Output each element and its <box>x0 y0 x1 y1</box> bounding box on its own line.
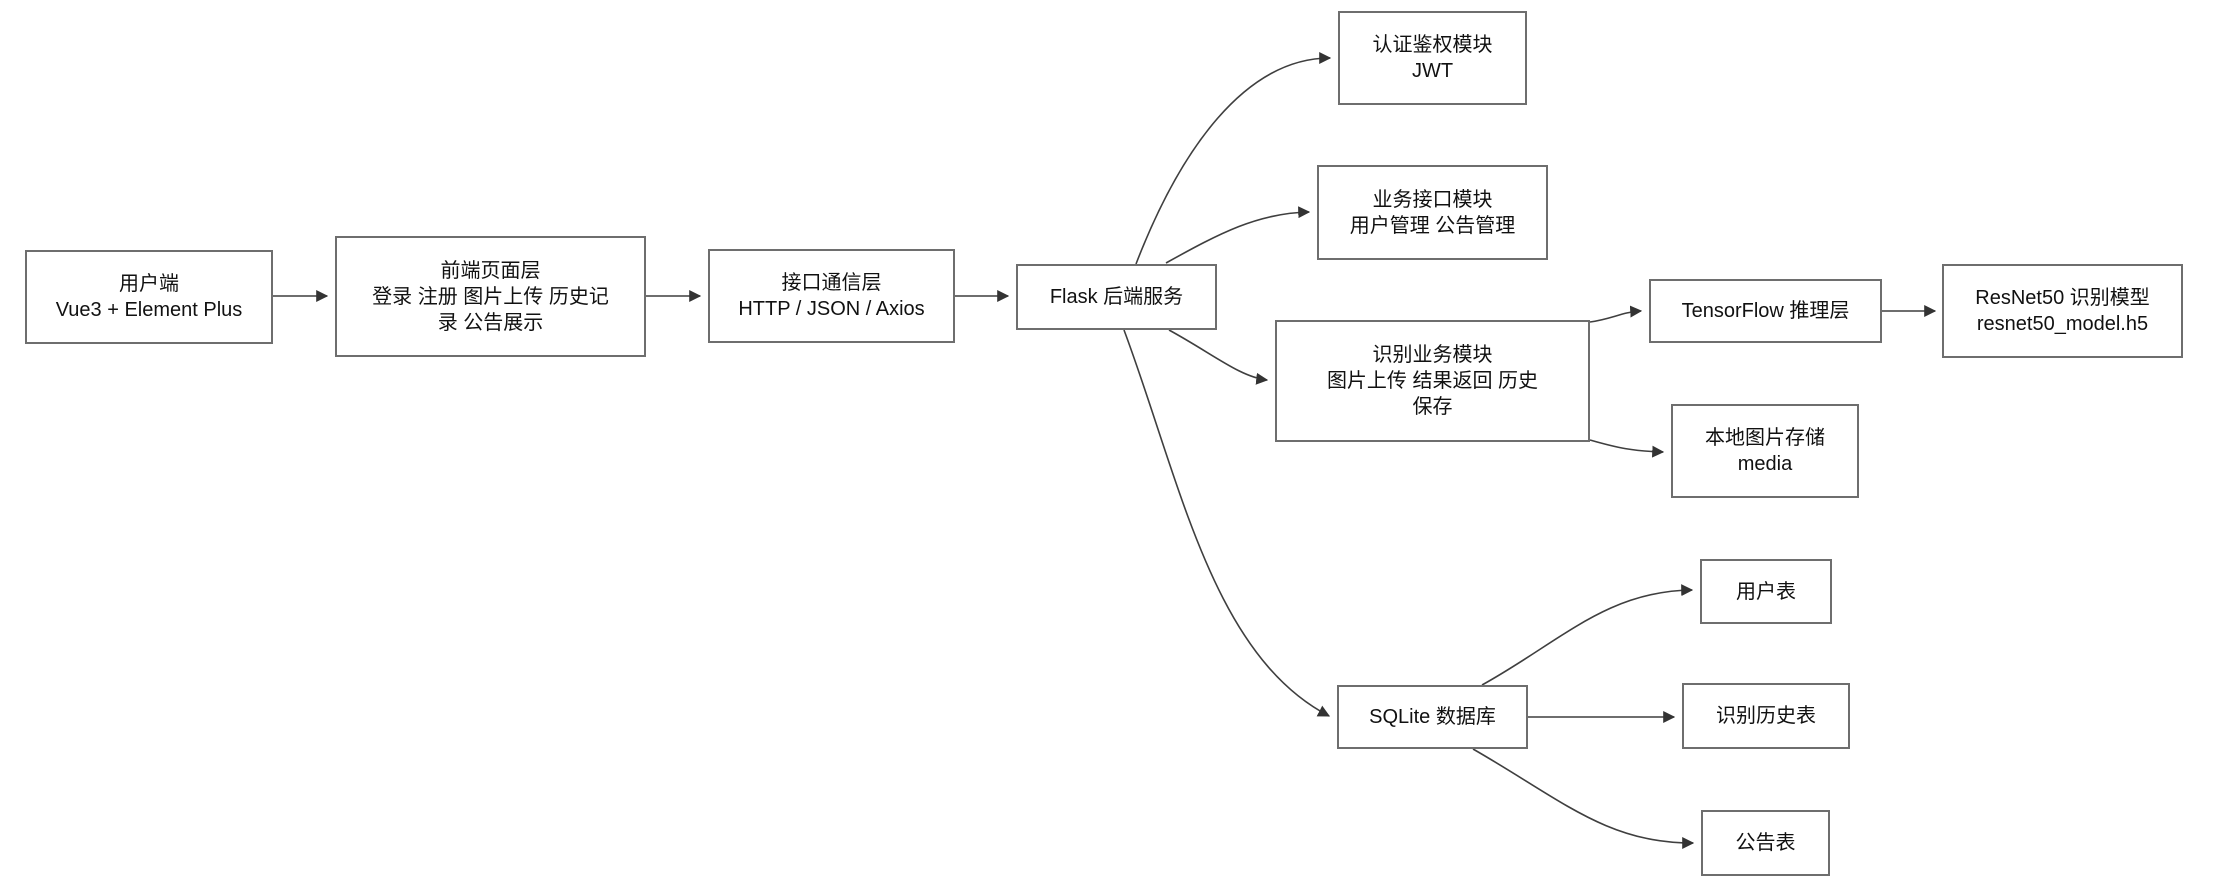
edge-sqlite-notice-table <box>1472 748 1695 849</box>
node-line: Flask 后端服务 <box>1049 286 1184 308</box>
node-tensorflow-layer: TensorFlow 推理层 <box>1649 279 1882 343</box>
node-line: SQLite 数据库 <box>1369 706 1496 728</box>
node-sqlite-db: SQLite 数据库 <box>1337 685 1528 749</box>
node-line: 业务接口模块 <box>1372 188 1493 211</box>
node-line: JWT <box>1411 60 1454 82</box>
node-line: 用户端 <box>119 273 179 295</box>
edge-flask-auth <box>1135 52 1332 265</box>
node-line: 用户管理 公告管理 <box>1349 214 1516 237</box>
node-line: 用户表 <box>1736 580 1796 603</box>
node-line: resnet50_model.h5 <box>1976 313 2149 335</box>
node-line: ResNet50 识别模型 <box>1975 287 2150 309</box>
node-business-api-module: 业务接口模块 用户管理 公告管理 <box>1317 165 1548 260</box>
node-user-table: 用户表 <box>1700 559 1832 624</box>
node-resnet-model: ResNet50 识别模型 resnet50_model.h5 <box>1942 264 2183 358</box>
node-line: Vue3 + Element Plus <box>55 299 243 321</box>
node-line: 登录 注册 图片上传 历史记录 公告展示 <box>372 285 609 334</box>
node-line: 接口通信层 <box>781 272 882 294</box>
edge-recognition-tensorflow <box>1589 305 1643 323</box>
edge-sqlite-user-table <box>1481 584 1694 686</box>
node-recognition-module: 识别业务模块 图片上传 结果返回 历史保存 <box>1275 320 1590 442</box>
edge-flask-biz <box>1165 206 1311 264</box>
node-line: 公告表 <box>1735 832 1796 854</box>
node-auth-module: 认证鉴权模块 JWT <box>1338 11 1527 105</box>
node-media-storage: 本地图片存储 media <box>1671 404 1859 498</box>
node-line: media <box>1737 453 1793 475</box>
node-flask-backend: Flask 后端服务 <box>1016 264 1217 330</box>
node-notice-table: 公告表 <box>1701 810 1830 876</box>
node-line: HTTP / JSON / Axios <box>738 298 925 320</box>
node-line: 图片上传 结果返回 历史保存 <box>1326 370 1539 418</box>
node-line: 识别历史表 <box>1716 705 1816 727</box>
edge-flask-recognition <box>1168 329 1269 385</box>
node-line: 认证鉴权模块 <box>1372 34 1493 56</box>
edge-recognition-media <box>1589 439 1665 458</box>
node-line: 本地图片存储 <box>1705 427 1825 449</box>
node-frontend-layer: 前端页面层 登录 注册 图片上传 历史记录 公告展示 <box>335 236 646 357</box>
node-line: 识别业务模块 <box>1372 344 1493 366</box>
edge-flask-sqlite <box>1123 329 1331 717</box>
node-line: 前端页面层 <box>440 259 541 282</box>
node-client: 用户端 Vue3 + Element Plus <box>25 250 273 344</box>
node-line: TensorFlow 推理层 <box>1681 300 1850 322</box>
node-history-table: 识别历史表 <box>1682 683 1850 749</box>
node-api-comm-layer: 接口通信层 HTTP / JSON / Axios <box>708 249 955 343</box>
